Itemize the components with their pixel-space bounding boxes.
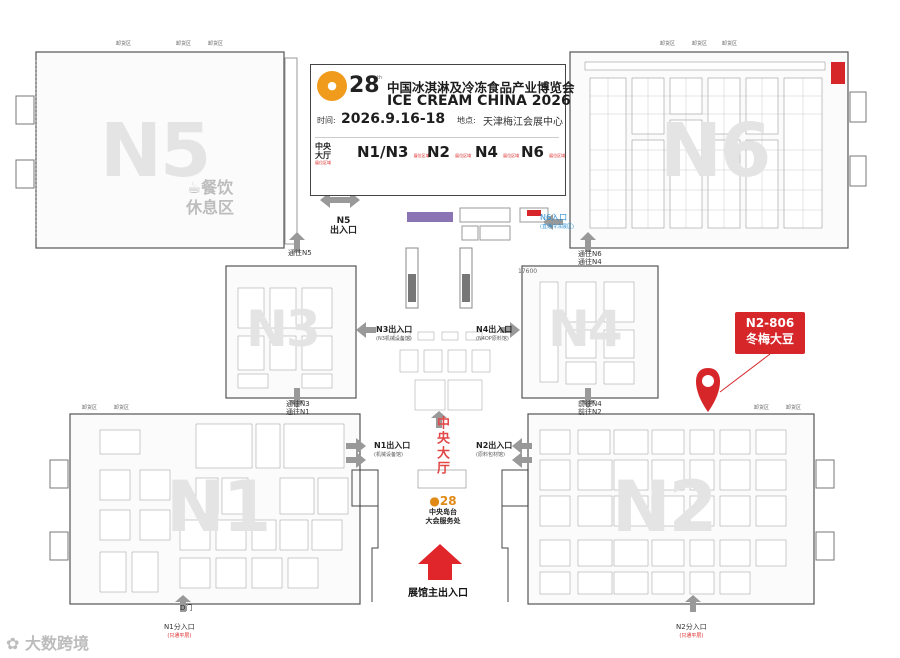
hall-n2-label: N2 xyxy=(612,466,717,548)
escalators xyxy=(405,247,473,309)
to-n3-label: 通往N3 通往N1 xyxy=(286,400,310,416)
edition-number: 28 xyxy=(349,73,380,98)
venue-value: 天津梅江会展中心 xyxy=(483,117,563,128)
watermark: ✿ 大数跨境 xyxy=(6,634,89,653)
hall-n2-outline xyxy=(527,413,835,605)
banner-title-cn: 中国冰淇淋及冷冻食品产业博览会 xyxy=(387,80,575,95)
service-logo-icon: ●28 xyxy=(429,494,457,508)
to-n5-label: 通往N5 xyxy=(288,249,312,257)
hall-n6-label: N6 xyxy=(660,108,771,194)
tab-n4[interactable]: N4 展位区域 xyxy=(475,143,520,161)
booth-callout[interactable]: N2-806 冬梅大豆 xyxy=(735,312,805,354)
dock-label-n5-3: 卸货区 xyxy=(208,41,224,47)
gate-d-label: D门 xyxy=(180,604,193,612)
location-pin xyxy=(696,368,720,412)
hall-n4-label: N4 xyxy=(548,300,623,358)
n2-connector xyxy=(501,469,529,602)
main-entry-arrow xyxy=(418,544,462,580)
n4-entrance-label: N4出入口 (N4OP原料馆) xyxy=(476,325,513,342)
dock-label-n1-1: 卸货区 xyxy=(82,405,98,411)
logo-badge: ● xyxy=(317,71,347,101)
dining-icon: ☕ xyxy=(186,178,202,197)
dock-label-n6-2: 卸货区 xyxy=(692,41,708,47)
dock-label-n6-3: 卸货区 xyxy=(722,41,738,47)
atrium-structures xyxy=(407,207,549,241)
hall-n1-label: N1 xyxy=(166,466,271,548)
n3-entrance-label: N3出入口 (N3机械设备馆) xyxy=(376,325,413,342)
n1-sub-entrance: N1分入口 (只通平层) xyxy=(164,623,195,639)
tab-central[interactable]: 中央 大厅 展位区域 xyxy=(315,142,331,165)
hall-n3-label: N3 xyxy=(246,300,321,358)
watermark-logo-icon: ✿ xyxy=(6,634,20,653)
hall-tabs: 中央 大厅 展位区域 N1/N3 展位区域 N2 展位区域 N4 展位区域 N6… xyxy=(315,137,565,172)
venue-label: 地点: xyxy=(457,116,476,125)
n1-connector xyxy=(351,469,379,602)
tab-n1-n3[interactable]: N1/N3 展位区域 xyxy=(357,143,430,161)
n1-entrance-label: N1出入口 (机械设备馆) xyxy=(374,441,411,458)
expo-banner: ● 28 th 中国冰淇淋及冷冻食品产业博览会 ICE CREAM CHINA … xyxy=(310,64,575,196)
central-hall-label: 中央大厅 xyxy=(434,416,449,476)
n5-entrance-label: N5 出入口 xyxy=(330,216,358,236)
tab-n2[interactable]: N2 展位区域 xyxy=(427,143,472,161)
hall-n3-outline xyxy=(225,265,357,399)
to-n6-label: 通往N6 通往N4 xyxy=(578,250,602,266)
direction-arrows xyxy=(175,192,701,612)
date-label: 时间: xyxy=(317,116,336,125)
banner-title-en: ICE CREAM CHINA 2026 xyxy=(387,93,571,109)
hall-n5-label: N5 xyxy=(100,108,211,194)
edition-suffix: th xyxy=(377,75,383,81)
tab-n6[interactable]: N6 展位区域 xyxy=(521,143,566,161)
booth-code: N2-806 xyxy=(745,316,795,330)
gate-17600-label: 17600 xyxy=(518,268,538,275)
main-entrance-label: 展馆主出入口 xyxy=(408,588,468,599)
n6-entrance-label: N6入口 (直通冷冻展区) xyxy=(540,213,574,230)
center-booths xyxy=(393,331,491,411)
dining-area-label: ☕餐饮 休息区 xyxy=(186,178,235,217)
dock-label-n2-2: 卸货区 xyxy=(786,405,802,411)
date-value: 2026.9.16-18 xyxy=(341,111,446,127)
to-n4-label: 前往N4 前往N2 xyxy=(578,400,602,416)
dock-label-n1-2: 卸货区 xyxy=(114,405,130,411)
dock-label-n5-2: 卸货区 xyxy=(176,41,192,47)
hall-n1-outline xyxy=(49,413,361,605)
dock-label-n2-1: 卸货区 xyxy=(754,405,770,411)
hall-n5-outline xyxy=(15,51,298,249)
dock-label-n5-1: 卸货区 xyxy=(116,41,132,47)
n2-entrance-label: N2出入口 (原料包材馆) xyxy=(476,441,513,458)
hall-n4-outline xyxy=(521,265,659,399)
dock-label-n6-1: 卸货区 xyxy=(660,41,676,47)
service-desk: ●28 中央岛台 大会服务处 xyxy=(420,494,466,526)
n2-sub-entrance: N2分入口 (只通平层) xyxy=(676,623,707,639)
booth-company: 冬梅大豆 xyxy=(745,332,794,346)
